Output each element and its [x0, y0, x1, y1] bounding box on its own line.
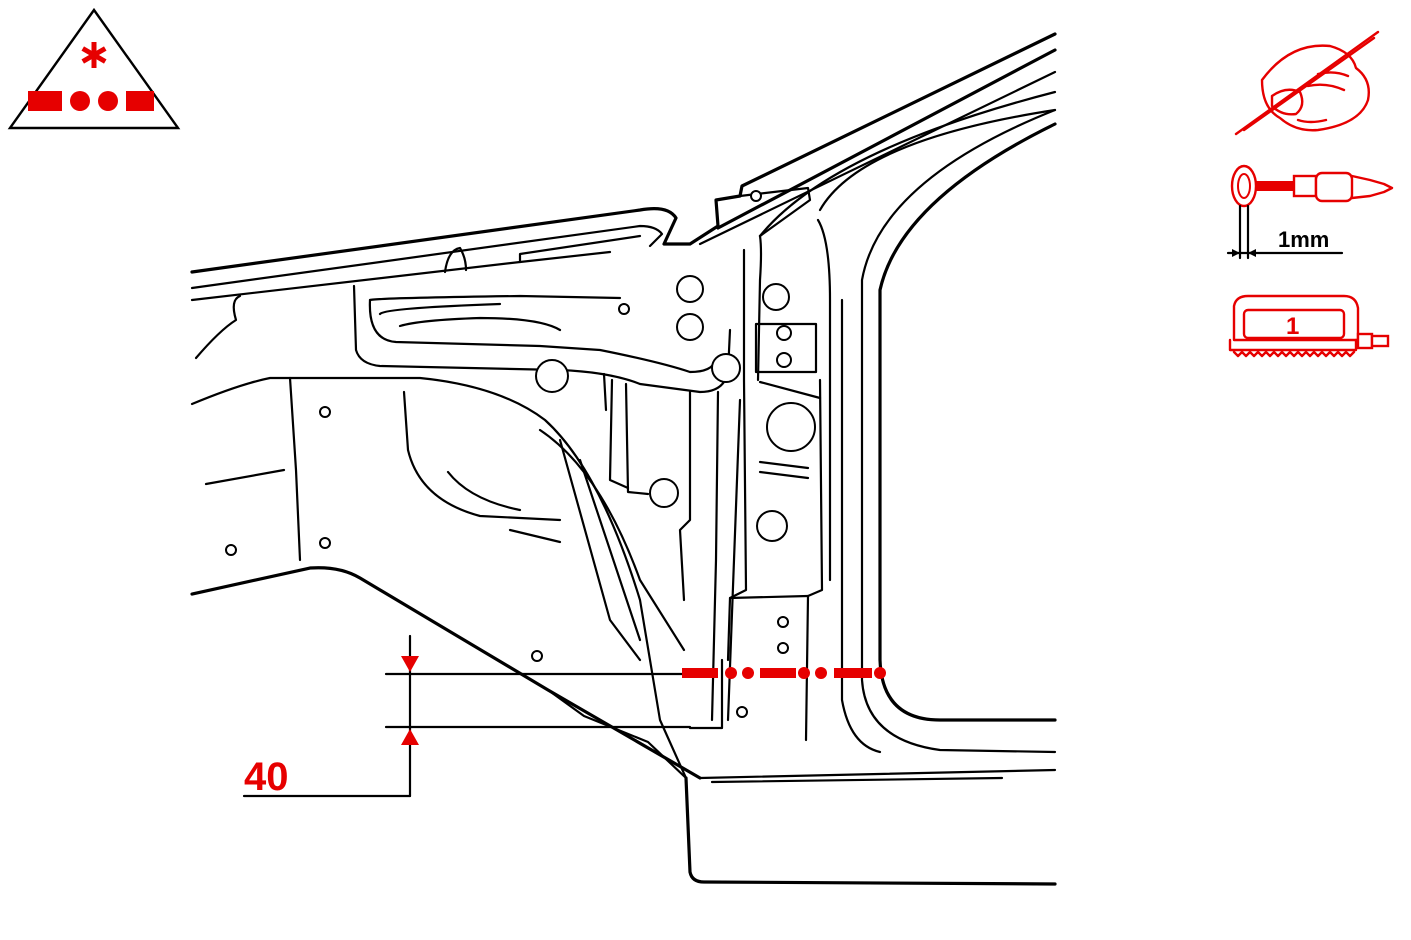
- gap-label: 1mm: [1278, 227, 1329, 252]
- dimension-label: 40: [244, 755, 289, 799]
- cut-symbol-triangle-icon: [7, 7, 181, 130]
- dimension-arrows: [401, 656, 419, 745]
- weld-count: 1: [1286, 313, 1299, 340]
- cut-line: [682, 667, 886, 679]
- reference-lines: [242, 634, 692, 798]
- hand-saw-icon: [1234, 30, 1380, 136]
- body-panel-outline: [190, 32, 1057, 886]
- mig-welder-icon: 1: [1228, 294, 1390, 358]
- grinder-icon: 1mm: [1226, 164, 1394, 260]
- panel-holes: [225, 190, 816, 718]
